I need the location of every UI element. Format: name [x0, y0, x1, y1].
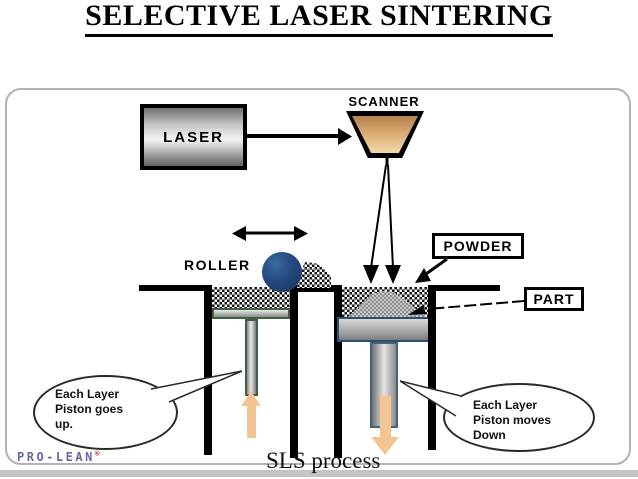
laser-label: LASER: [163, 128, 224, 146]
callout-right-text: Each Layer Piston moves Down: [473, 398, 551, 443]
callout-left-line3: up.: [55, 417, 73, 431]
build-piston-rod: [370, 342, 398, 428]
chamber-wall-outer-left: [204, 285, 212, 455]
laser-box: LASER: [140, 104, 247, 170]
roller-ball: [262, 252, 302, 292]
caption: SLS process: [266, 448, 381, 473]
part-label-box: PART: [524, 287, 584, 311]
callout-left-text: Each Layer Piston goes up.: [55, 387, 123, 432]
bottom-band: [0, 470, 638, 477]
callout-bubble-right: [443, 383, 595, 452]
callout-left-line2: Piston goes: [55, 402, 124, 416]
powder-label: POWDER: [443, 238, 513, 254]
roller-label: ROLLER: [184, 257, 251, 273]
part-label: PART: [533, 291, 575, 307]
registered-mark: ®: [94, 449, 100, 458]
chamber-wall-mid-left: [290, 285, 298, 458]
tabletop-right: [436, 285, 500, 291]
build-piston-platform: [337, 317, 433, 342]
logo-text: PRO-LEAN: [17, 450, 95, 464]
callout-right-line3: Down: [473, 428, 506, 442]
pro-lean-logo: PRO-LEAN®: [17, 449, 100, 464]
powder-bed-left: [212, 287, 290, 308]
tabletop-left: [139, 285, 207, 291]
feed-piston-platform: [212, 308, 290, 319]
powder-label-box: POWDER: [432, 233, 524, 259]
chamber-wall-mid-top: [290, 285, 342, 292]
scanner-label: SCANNER: [348, 94, 420, 109]
feed-piston-rod: [245, 319, 258, 396]
callout-right-line1: Each Layer: [473, 398, 538, 412]
callout-left-line1: Each Layer: [55, 387, 120, 401]
title-row: SELECTIVE LASER SINTERING: [0, 0, 638, 37]
callout-right-line2: Piston moves: [473, 413, 552, 427]
page-title: SELECTIVE LASER SINTERING: [85, 0, 553, 37]
chamber-wall-outer-right: [428, 285, 436, 450]
chamber-wall-mid-right: [334, 285, 342, 458]
